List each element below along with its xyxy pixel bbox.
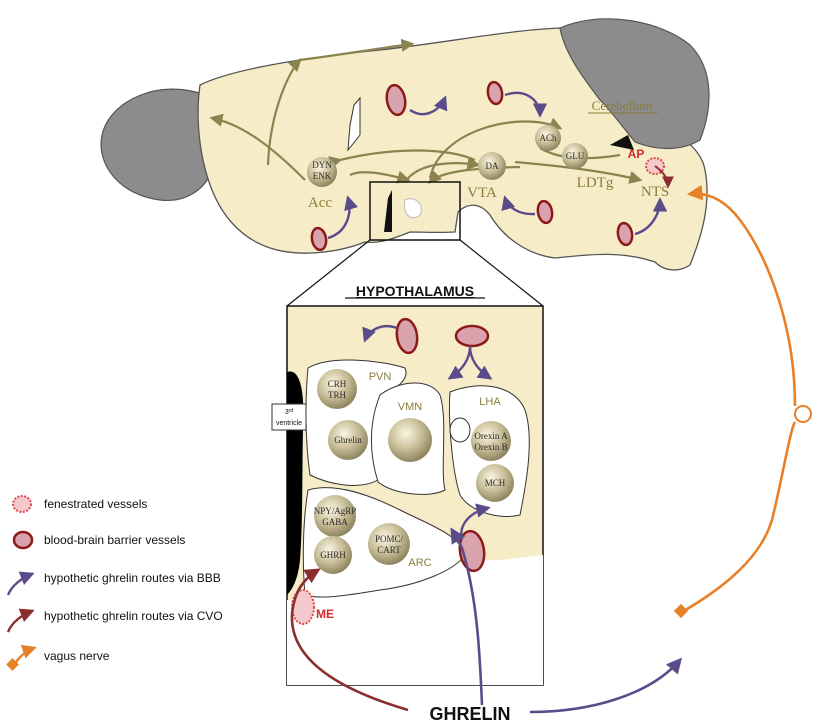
- da-neuron: [478, 152, 506, 180]
- bbb-vessel-icon: [12, 530, 34, 550]
- brain-bbb-vessels: [310, 80, 634, 252]
- ghrelin-routes: [290, 184, 797, 714]
- cerebellum-label: Cerebellum: [592, 98, 653, 113]
- ach-neuron: [535, 125, 561, 151]
- vta-label: VTA: [467, 185, 497, 201]
- ghrelin-neuron: [328, 420, 368, 460]
- vagus-nerve-upper: [686, 184, 797, 407]
- legend-label-bbb: blood-brain barrier vessels: [44, 533, 185, 547]
- vagus-nerve-legend-arrow: [15, 644, 37, 663]
- legend-item-bbb-route: hypothetic ghrelin routes via BBB: [6, 571, 221, 596]
- npy-agrp-neuron: [314, 495, 356, 537]
- bbb-route-arrow-icon: [6, 571, 35, 596]
- orexin-b-label: Orexin B: [474, 442, 507, 452]
- lha-label: LHA: [479, 396, 501, 408]
- ghrh-neuron: [314, 536, 352, 574]
- cerebellum: [559, 18, 710, 150]
- ghrh-label: GHRH: [320, 550, 346, 560]
- arc-label: ARC: [408, 557, 431, 569]
- cvo-route-me: [290, 568, 409, 712]
- hypothalamus-title: HYPOTHALAMUS: [356, 283, 474, 299]
- orexin-neuron: [471, 421, 511, 461]
- brain-body: [197, 27, 708, 271]
- da-label: DA: [486, 161, 499, 171]
- fornix-ring: [449, 417, 471, 443]
- fenestrated-vessel-icon: [12, 495, 32, 513]
- bbb-route-arc: [450, 527, 484, 706]
- vmn-neuron: [388, 418, 432, 462]
- third-ventricle-num: 3rd: [285, 408, 294, 416]
- enk-label: ENK: [313, 171, 332, 181]
- dyn-enk-neuron: [307, 157, 337, 187]
- orexin-a-label: Orexin A: [474, 431, 508, 441]
- hyp-bbb-vessel-top-right: [454, 324, 490, 348]
- legend: fenestrated vessels blood-brain barrier …: [6, 495, 223, 671]
- vmn-label: VMN: [398, 401, 423, 413]
- pomc-cart-neuron: [368, 523, 410, 565]
- ventricle-mark: [347, 96, 361, 152]
- legend-label-fenestrated: fenestrated vessels: [44, 497, 147, 511]
- hyp-bbb-vessel-top-left: [395, 317, 419, 355]
- vagus-ganglion: [794, 405, 812, 423]
- hyp-bbb-routes: [362, 325, 493, 541]
- cvo-route-arrow-icon: [6, 608, 35, 633]
- hypothalamus-mini: [403, 198, 422, 219]
- legend-label-cvo-route: hypothetic ghrelin routes via CVO: [44, 609, 223, 623]
- brain-bbb-routes: [327, 91, 668, 240]
- brain-section: Cerebellum DYN ENK Acc DA VTA ACh: [100, 18, 710, 271]
- ghrelin-cell-label: Ghrelin: [334, 435, 362, 445]
- dyn-label: DYN: [312, 160, 332, 170]
- pvn-label: PVN: [369, 371, 392, 383]
- third-ventricle-label: ventricle: [276, 420, 302, 427]
- crh-trh-neuron: [317, 369, 357, 409]
- ap-fold: [610, 135, 634, 150]
- crh-label: CRH: [328, 379, 347, 389]
- legend-label-bbb-route: hypothetic ghrelin routes via BBB: [44, 571, 221, 585]
- glu-label: GLU: [566, 151, 585, 161]
- third-ventricle-mark: [384, 190, 392, 232]
- zoom-line-left: [286, 239, 371, 307]
- vagus-receptor: [673, 603, 689, 619]
- acc-label: Acc: [308, 195, 332, 211]
- legend-item-vagus: vagus nerve: [6, 644, 110, 671]
- nts-label: NTS: [641, 184, 669, 200]
- ldtg-label: LDTg: [577, 175, 614, 191]
- legend-item-fenestrated: fenestrated vessels: [12, 495, 147, 513]
- trh-label: TRH: [328, 390, 347, 400]
- cart-label: CART: [377, 545, 401, 555]
- ghrelin-source-label: GHRELIN: [430, 704, 511, 724]
- mch-label: MCH: [485, 478, 506, 488]
- legend-item-cvo-route: hypothetic ghrelin routes via CVO: [6, 608, 223, 633]
- olfactory-bulb: [100, 88, 213, 202]
- pomc-label: POMC/: [375, 534, 404, 544]
- ach-label: ACh: [539, 133, 557, 143]
- vagus-nerve-lower: [681, 421, 797, 614]
- zoom-line-right: [459, 239, 544, 307]
- legend-item-bbb: blood-brain barrier vessels: [12, 530, 185, 550]
- zoom-box: [369, 181, 461, 241]
- legend-label-vagus: vagus nerve: [44, 649, 110, 663]
- ap-label: AP: [628, 147, 645, 161]
- me-fenestrated-vessel: [291, 589, 315, 625]
- third-ventricle-box: [271, 403, 307, 431]
- mch-neuron: [476, 464, 514, 502]
- ap-cvo-arrow: [654, 165, 674, 189]
- gaba-label: GABA: [322, 517, 348, 527]
- glu-neuron: [562, 143, 588, 169]
- bbb-route-vagus: [529, 657, 683, 714]
- me-label: ME: [316, 607, 334, 621]
- hypothalamus-panel: HYPOTHALAMUS 3rd ventricle PVN VMN LHA A…: [271, 283, 544, 686]
- npy-label: NPY/AgRP: [314, 506, 357, 516]
